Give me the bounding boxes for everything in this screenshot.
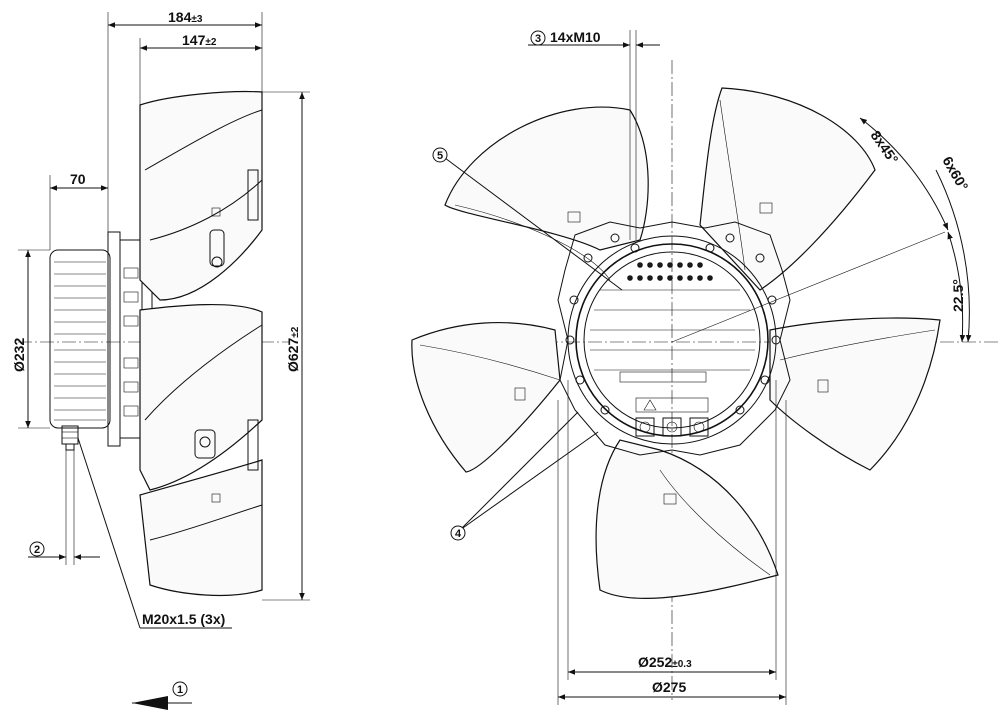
blade-top-left	[444, 106, 649, 251]
dim-184-value: 184	[168, 9, 192, 25]
dim-184-tol: ±3	[191, 14, 202, 25]
cable-gland-label: M20x1.5 (3x)	[142, 611, 225, 627]
dim-147-value: 147	[182, 32, 206, 48]
blade-bottom	[595, 439, 779, 599]
cable-gland	[61, 425, 79, 451]
callout-1-bubble	[172, 681, 188, 697]
dim-627-value: Ø627	[285, 338, 301, 372]
svg-text:Ø627±2: Ø627±2	[285, 326, 301, 372]
dim-275: Ø275	[557, 400, 787, 705]
callout-4-number: 4	[455, 528, 462, 540]
dim-147-tol: ±2	[205, 37, 216, 48]
dim-627-tol: ±2	[290, 326, 301, 337]
blade-top-right	[699, 87, 876, 291]
angle-8x45: 8x45°	[868, 128, 902, 167]
front-cable-glands	[635, 417, 709, 437]
callout-3-bubble	[530, 30, 546, 46]
front-view: 3 14xM10 5 4 8x45° 6x60° 22.5°	[411, 29, 1000, 705]
cable-gland-callout: M20x1.5 (3x)	[77, 437, 232, 629]
dim-252-value: Ø252	[638, 654, 672, 670]
dim-627: Ø627±2	[262, 91, 310, 601]
svg-text:184±3: 184±3	[168, 9, 203, 25]
angle-22-5: 22.5°	[950, 279, 966, 312]
svg-text:Ø252±0.3: Ø252±0.3	[638, 654, 692, 670]
dim-70-value: 70	[70, 171, 86, 187]
dim-184: 184±3	[107, 9, 263, 232]
callout-5-number: 5	[437, 150, 443, 162]
svg-text:147±2: 147±2	[182, 32, 217, 48]
callout-4-bubble	[450, 525, 466, 541]
dim-252: Ø252±0.3	[567, 380, 777, 680]
motor-body	[49, 231, 153, 447]
callout-1-number: 1	[177, 684, 183, 696]
blade-right	[769, 317, 941, 471]
airflow-arrow: 1	[132, 681, 192, 710]
side-view: 184±3 147±2 70 Ø232	[11, 9, 310, 710]
callout-2-number: 2	[34, 544, 40, 556]
callout-2: 2	[28, 450, 100, 565]
callout-4: 4	[450, 411, 599, 541]
thread-callout: 3 14xM10	[528, 29, 660, 240]
callout-2-bubble	[29, 541, 45, 557]
hub-flange	[557, 221, 791, 456]
side-blades	[139, 90, 263, 597]
blade-left	[411, 321, 561, 473]
dim-70: 70	[49, 171, 108, 250]
dim-275-value: Ø275	[652, 679, 686, 695]
front-blades	[411, 87, 941, 599]
thread-label: 14xM10	[550, 29, 601, 45]
dim-232: Ø232	[11, 249, 50, 429]
callout-5: 5	[432, 147, 623, 291]
dim-252-tol: ±0.3	[672, 659, 692, 670]
callout-3-number: 3	[535, 33, 541, 45]
electronics-cover	[583, 251, 761, 429]
dim-147: 147±2	[139, 32, 262, 105]
dim-232-value: Ø232	[11, 338, 27, 372]
callout-5-bubble	[432, 147, 448, 163]
